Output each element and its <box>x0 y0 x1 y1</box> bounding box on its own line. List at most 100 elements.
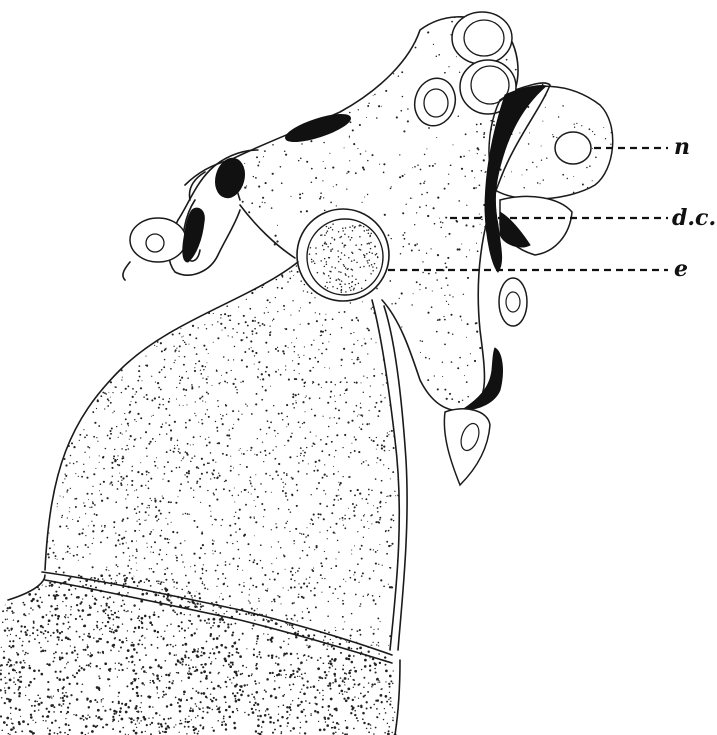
stipple-dot <box>235 620 237 622</box>
stipple-dot <box>115 582 117 584</box>
stipple-dot <box>354 382 355 383</box>
stipple-dot <box>309 370 311 372</box>
stipple-dot <box>150 680 151 681</box>
stipple-dot <box>175 349 177 351</box>
stipple-dot <box>164 466 166 468</box>
stipple-dot <box>69 617 70 618</box>
stipple-dot <box>147 610 148 611</box>
stipple-dot <box>179 642 181 644</box>
stipple-dot <box>385 344 386 345</box>
stipple-dot <box>51 493 52 494</box>
stipple-dot <box>183 456 184 457</box>
stipple-dot <box>298 354 299 355</box>
stipple-dot <box>235 623 237 625</box>
stipple-dot <box>125 531 126 532</box>
stipple-dot <box>448 6 450 8</box>
stipple-dot <box>286 371 288 373</box>
stipple-dot <box>304 619 306 621</box>
stipple-dot <box>328 40 329 41</box>
stipple-dot <box>216 586 217 587</box>
stipple-dot <box>357 531 358 532</box>
stipple-dot <box>329 329 331 331</box>
stipple-dot <box>65 617 66 618</box>
stipple-dot <box>185 513 186 514</box>
stipple-dot <box>373 570 375 572</box>
stipple-dot <box>262 595 264 597</box>
stipple-dot <box>283 669 285 671</box>
stipple-dot <box>90 268 92 270</box>
stipple-dot <box>436 137 437 138</box>
stipple-dot <box>190 444 191 445</box>
stipple-dot <box>383 585 385 587</box>
stipple-dot <box>381 602 383 604</box>
stipple-dot <box>183 388 185 390</box>
stipple-dot <box>407 297 408 298</box>
stipple-dot <box>49 570 51 572</box>
stipple-dot <box>321 79 322 80</box>
stipple-dot <box>363 515 365 517</box>
stipple-dot <box>33 560 35 562</box>
stipple-dot <box>238 639 240 641</box>
stipple-dot <box>366 16 368 18</box>
stipple-dot <box>400 657 402 659</box>
stipple-dot <box>364 338 365 339</box>
stipple-dot <box>272 672 274 674</box>
stipple-dot <box>65 552 66 553</box>
stipple-dot <box>328 632 330 634</box>
stipple-dot <box>166 554 167 555</box>
stipple-dot <box>13 620 14 621</box>
stipple-dot <box>317 469 319 471</box>
stipple-dot <box>338 417 340 419</box>
stipple-dot <box>162 398 164 400</box>
stipple-dot <box>137 308 139 310</box>
stipple-dot <box>145 356 146 357</box>
stipple-dot <box>368 494 370 496</box>
stipple-dot <box>336 650 338 652</box>
stipple-dot <box>309 302 311 304</box>
stipple-dot <box>494 345 496 347</box>
stipple-dot <box>246 299 247 300</box>
stipple-dot <box>235 378 237 380</box>
stipple-dot <box>130 568 132 570</box>
stipple-dot <box>385 502 386 503</box>
stipple-dot <box>308 582 310 584</box>
stipple-dot <box>194 413 195 414</box>
stipple-dot <box>240 339 242 341</box>
stipple-dot <box>89 700 92 703</box>
stipple-dot <box>324 44 326 46</box>
stipple-dot <box>227 626 229 628</box>
stipple-dot <box>307 3 308 4</box>
stipple-dot <box>105 724 107 726</box>
stipple-dot <box>134 490 135 491</box>
stipple-dot <box>357 489 359 491</box>
stipple-dot <box>340 482 342 484</box>
stipple-dot <box>178 698 180 700</box>
stipple-dot <box>426 148 427 149</box>
stipple-dot <box>174 567 177 570</box>
stipple-dot <box>142 274 143 275</box>
stipple-dot <box>318 597 320 599</box>
stipple-dot <box>82 556 84 558</box>
stipple-dot <box>121 271 123 273</box>
stipple-dot <box>121 718 124 721</box>
stipple-dot <box>296 611 298 613</box>
stipple-dot <box>484 245 486 247</box>
stipple-dot <box>91 730 94 733</box>
stipple-dot <box>263 264 265 266</box>
stipple-dot <box>275 458 276 459</box>
stipple-dot <box>437 197 439 199</box>
stipple-dot <box>367 593 369 595</box>
stipple-dot <box>49 379 51 381</box>
stipple-dot <box>217 400 219 402</box>
stipple-dot <box>3 721 6 724</box>
stipple-dot <box>309 358 311 360</box>
stipple-dot <box>60 711 62 713</box>
stipple-dot <box>201 57 203 59</box>
stipple-dot <box>359 38 361 40</box>
stipple-dot <box>285 560 288 563</box>
stipple-dot <box>74 275 75 276</box>
stipple-dot <box>342 693 344 695</box>
stipple-dot <box>179 382 181 384</box>
stipple-dot <box>231 42 232 43</box>
stipple-dot <box>326 475 328 477</box>
